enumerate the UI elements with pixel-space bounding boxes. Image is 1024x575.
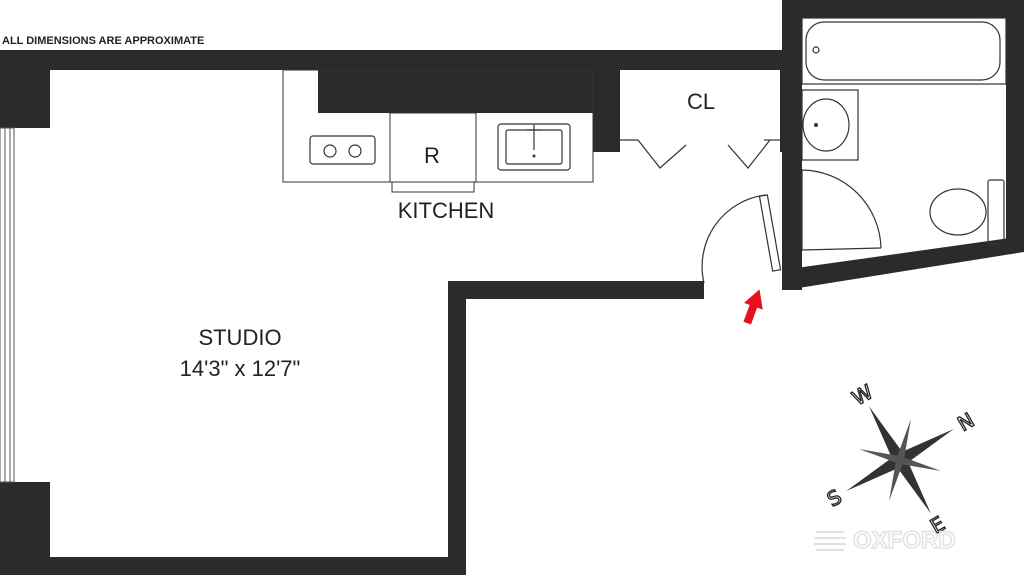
entry-jamb: [686, 281, 704, 299]
bath-bottom-wall: [782, 236, 1024, 290]
compass-west: W: [848, 380, 877, 411]
closet-doors: [620, 139, 780, 169]
studio-dimensions: 14'3" x 12'7": [180, 356, 301, 381]
kitchen-label: KITCHEN: [398, 198, 495, 223]
entry-door: [701, 194, 782, 284]
cooktop: [309, 135, 376, 165]
bath-right-wall: [1006, 0, 1024, 252]
closet-label: CL: [687, 89, 715, 114]
bath-door: [801, 169, 882, 251]
toilet: [929, 179, 1005, 245]
closet-left-wall: [593, 50, 620, 152]
refrigerator-label: R: [424, 143, 440, 168]
red-arrow-icon: [743, 289, 763, 325]
bottom-wall: [0, 557, 466, 575]
bathtub: [801, 17, 1007, 85]
studio-label: STUDIO: [198, 325, 281, 350]
bath-left-wall: [782, 0, 802, 290]
oxford-logo-icon: OXFORD: [814, 526, 956, 555]
brand-name: OXFORD: [853, 527, 956, 554]
left-wall-upper: [0, 50, 50, 128]
entry-wall: [448, 281, 704, 299]
kitchen-soffit: [318, 68, 593, 113]
compass-north: N: [953, 408, 978, 436]
window: [0, 127, 15, 483]
vanity-sink: [801, 89, 859, 161]
kitchen-sink: [497, 123, 571, 171]
kitchen-counter: R: [282, 69, 594, 193]
studio-right-wall: [448, 281, 466, 575]
compass-south: S: [823, 484, 846, 511]
top-wall: [0, 50, 790, 70]
approximate-note: ALL DIMENSIONS ARE APPROXIMATE: [2, 35, 204, 47]
bathroom: [801, 17, 1007, 251]
refrigerator: R: [389, 112, 477, 193]
bath-top-wall: [782, 0, 1024, 18]
